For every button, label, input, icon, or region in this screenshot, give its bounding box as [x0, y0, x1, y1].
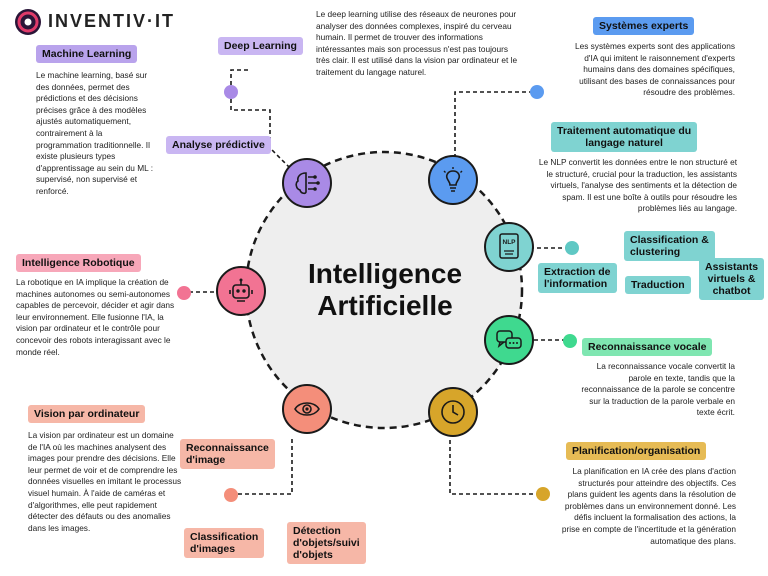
reconnaissance-vocale-node	[484, 315, 534, 365]
eye-icon	[294, 402, 320, 416]
classification-images-label: Classification d'images	[184, 528, 265, 558]
classification-line1: Classification &	[630, 234, 709, 246]
detection-line2: d'objets/suivi	[293, 537, 360, 549]
machine-learning-label: Machine Learning	[36, 45, 138, 63]
planification-node	[428, 387, 478, 437]
clock-icon	[441, 400, 465, 424]
nlp-dot	[565, 241, 579, 255]
robot-icon	[229, 278, 253, 302]
nlp-node: NLP	[484, 222, 534, 272]
planification-label: Planification/organisation	[566, 442, 707, 460]
vision-label: Vision par ordinateur	[28, 405, 146, 423]
central-title-line1: Intelligence	[307, 258, 463, 289]
systemes-experts-node	[428, 155, 478, 205]
systemes-experts-dot	[530, 85, 544, 99]
assistants-line1: Assistants	[705, 261, 759, 273]
robotique-label: Intelligence Robotique	[16, 254, 141, 272]
reconnaissance-image-label: Reconnaissance d'image	[180, 439, 275, 469]
deep-learning-label: Deep Learning	[218, 37, 303, 55]
nlp-label: Traitement automatique du langage nature…	[551, 122, 698, 152]
vision-dot	[224, 488, 238, 502]
nlp-document-icon: NLP	[499, 233, 519, 259]
systemes-experts-label: Systèmes experts	[593, 17, 695, 35]
assistants-line2: virtuels &	[707, 273, 756, 285]
classification-clustering-label: Classification & clustering	[624, 231, 715, 261]
extraction-line2: l'information	[544, 278, 608, 290]
nlp-label-line1: Traitement automatique du	[557, 125, 692, 137]
vision-text: La vision par ordinateur est un domaine …	[28, 430, 182, 533]
reconnaissance-vocale-text: La reconnaissance vocale convertit la pa…	[581, 361, 735, 418]
detection-line3: d'objets	[293, 549, 333, 561]
robotique-node	[216, 266, 266, 316]
planification-dot	[536, 487, 550, 501]
detection-line1: Détection	[293, 525, 341, 537]
systemes-experts-text: Les systèmes experts sont des applicatio…	[574, 41, 735, 98]
machine-learning-text: Le machine learning, basé sur des donnée…	[36, 70, 154, 196]
assistants-virtuels-label: Assistants virtuels & chatbot	[699, 258, 765, 300]
traduction-label: Traduction	[625, 276, 691, 294]
vision-node	[282, 384, 332, 434]
chat-bubbles-icon	[496, 330, 522, 349]
lightbulb-icon	[443, 167, 463, 192]
classif-images-line2: d'images	[190, 543, 236, 555]
reco-image-line2: d'image	[186, 454, 226, 466]
extraction-information-label: Extraction de l'information	[538, 263, 617, 293]
extraction-line1: Extraction de	[544, 266, 611, 278]
classif-images-line1: Classification	[190, 531, 259, 543]
detection-objets-label: Détection d'objets/suivi d'objets	[287, 522, 366, 564]
reconnaissance-vocale-dot	[563, 334, 577, 348]
assistants-line3: chatbot	[712, 285, 751, 297]
classification-line2: clustering	[630, 246, 681, 258]
brand-logo-icon	[15, 9, 41, 35]
robotique-dot	[177, 286, 191, 300]
nlp-label-line2: langage naturel	[585, 137, 663, 149]
robotique-text: La robotique en IA implique la création …	[16, 277, 175, 357]
reconnaissance-vocale-label: Reconnaissance vocale	[582, 338, 713, 356]
brain-circuit-icon	[295, 172, 320, 195]
central-title-line2: Artificielle	[317, 290, 453, 321]
nlp-text: Le NLP convertit les données entre le no…	[538, 157, 737, 214]
deep-learning-node	[282, 158, 332, 208]
analyse-predictive-label: Analyse prédictive	[166, 136, 271, 154]
planification-text: La planification en IA crée des plans d'…	[561, 466, 736, 546]
reco-image-line1: Reconnaissance	[186, 442, 269, 454]
central-title: Intelligence Artificielle	[250, 258, 520, 322]
deep-learning-dot	[224, 85, 238, 99]
nlp-icon-text: NLP	[503, 239, 517, 246]
brand-name: INVENTIV·IT	[48, 11, 176, 31]
deep-learning-text: Le deep learning utilise des réseaux de …	[316, 9, 518, 77]
